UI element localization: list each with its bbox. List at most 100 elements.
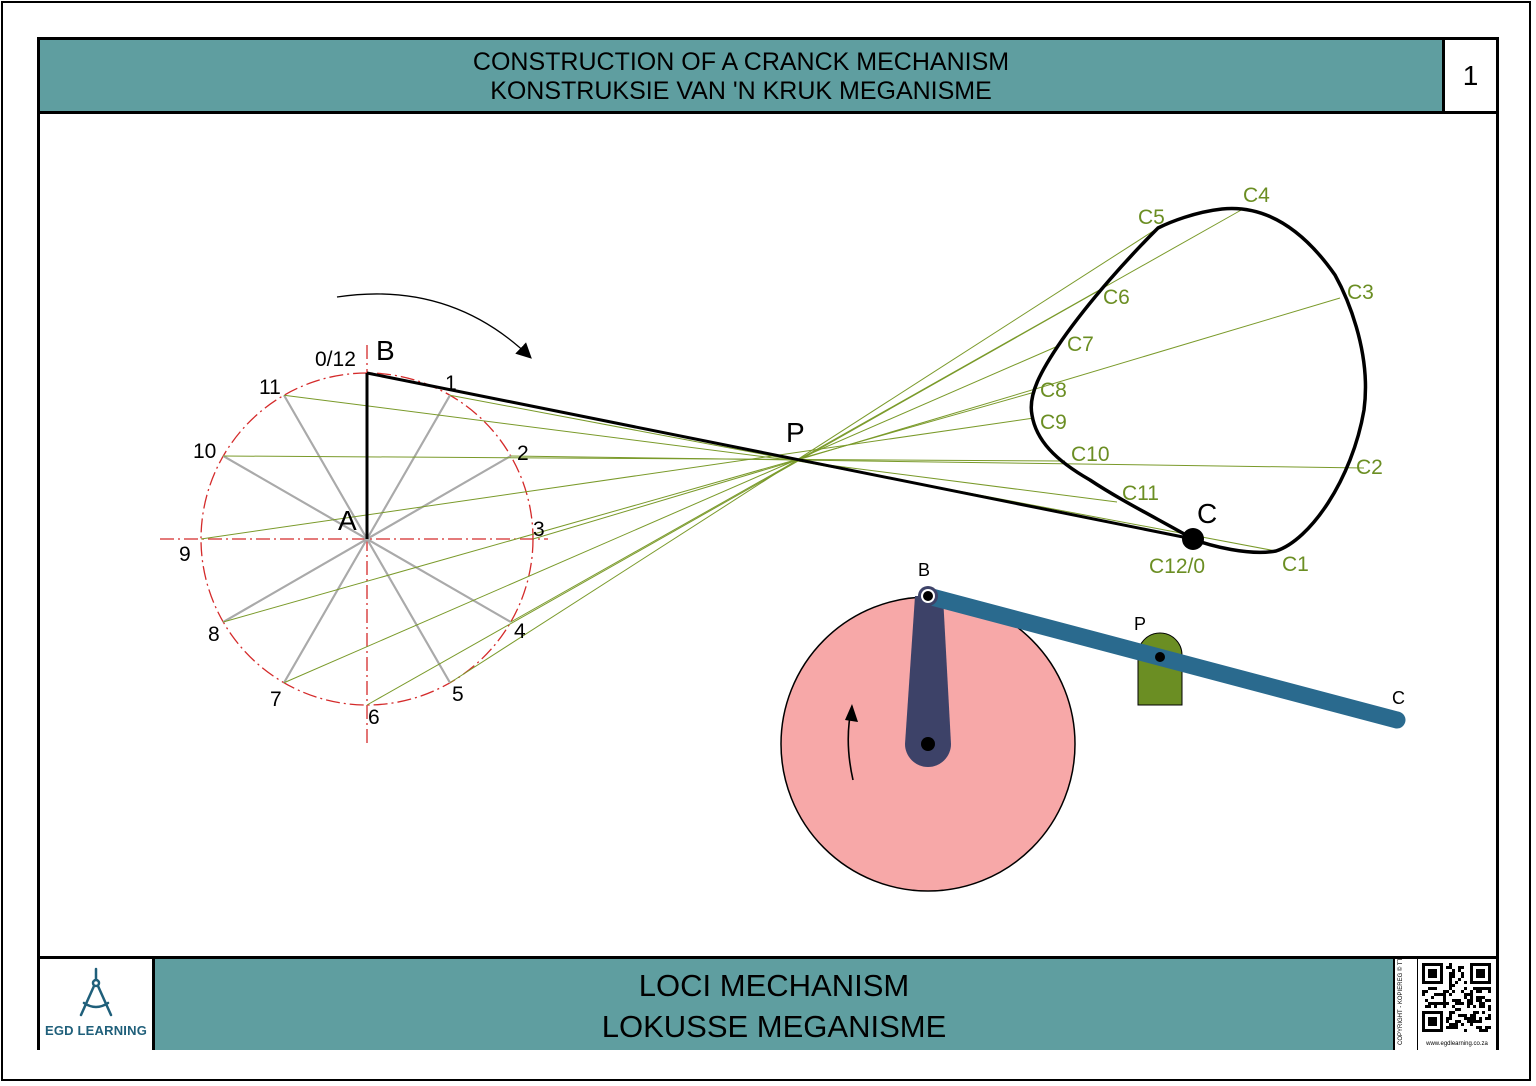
rotation-arrow-icon <box>336 293 532 359</box>
qr-module <box>1467 999 1470 1002</box>
label-P: P <box>786 417 805 448</box>
qr-finder <box>1428 1017 1437 1026</box>
division-label: 4 <box>514 620 526 643</box>
qr-module <box>1464 1029 1467 1032</box>
qr-module <box>1482 1005 1485 1008</box>
qr-module <box>1479 1026 1482 1029</box>
qr-module <box>1458 1020 1461 1023</box>
qr-module <box>1458 1002 1461 1005</box>
qr-module <box>1440 1002 1443 1005</box>
qr-module <box>1425 1005 1428 1008</box>
drawing-title: LOCI MECHANISM LOKUSSE MEGANISME <box>155 959 1395 1050</box>
qr-module <box>1470 1014 1473 1017</box>
qr-module <box>1425 999 1428 1002</box>
qr-module <box>1473 1005 1476 1008</box>
qr-module <box>1428 1005 1431 1008</box>
qr-module <box>1443 1005 1446 1008</box>
sheet-number: 1 <box>1445 40 1496 114</box>
division-label: 11 <box>259 376 281 399</box>
drawing-title-afrikaans: LOKUSSE MEGANISME <box>601 1009 947 1044</box>
qr-module <box>1434 987 1437 990</box>
centre-lines <box>160 345 548 745</box>
construction-line <box>532 297 1341 540</box>
drawing-title-english: LOCI MECHANISM <box>638 968 910 1003</box>
qr-module <box>1488 1017 1491 1020</box>
qr-module <box>1488 1014 1491 1017</box>
qr-module <box>1437 1002 1440 1005</box>
qr-module <box>1434 1005 1437 1008</box>
qr-module <box>1455 1002 1458 1005</box>
crank-arm <box>905 596 951 767</box>
qr-module <box>1479 1002 1482 1005</box>
qr-module <box>1473 1011 1476 1014</box>
qr-module <box>1488 990 1491 993</box>
qr-module <box>1434 993 1437 996</box>
locus-label: C2 <box>1356 456 1383 479</box>
qr-module <box>1479 1005 1482 1008</box>
qr-module <box>1455 1008 1458 1011</box>
qr-module <box>1452 972 1455 975</box>
qr-module <box>1449 1014 1452 1017</box>
copyright-strip: COPYRIGHT - KOPIEREG © TTS DML <box>1395 959 1418 1050</box>
qr-module <box>1488 1026 1491 1029</box>
title-afrikaans: KONSTRUKSIE VAN 'N KRUK MEGANISME <box>490 77 992 105</box>
qr-module <box>1446 1026 1449 1029</box>
connecting-rod-line <box>366 371 1194 541</box>
qr-module <box>1443 993 1446 996</box>
qr-module <box>1431 996 1434 999</box>
locus-label: C4 <box>1243 184 1270 207</box>
qr-module <box>1476 1020 1479 1023</box>
label-A: A <box>338 505 357 536</box>
brand-name: EGD LEARNING <box>44 1023 148 1038</box>
mechanism-illustration: B P C <box>780 560 1406 892</box>
qr-module <box>1449 978 1452 981</box>
division-label: 6 <box>368 706 380 729</box>
qr-module <box>1443 990 1446 993</box>
division-label: 10 <box>193 440 216 463</box>
qr-module <box>1452 984 1455 987</box>
locus-curve <box>1029 206 1368 555</box>
qr-module <box>1446 1017 1449 1020</box>
qr-module <box>1467 993 1470 996</box>
division-label: 9 <box>179 543 191 566</box>
qr-module <box>1458 969 1461 972</box>
division-label: 0/12 <box>315 348 356 371</box>
qr-module <box>1467 1017 1470 1020</box>
label-B: B <box>376 335 395 366</box>
qr-module <box>1449 1011 1452 1014</box>
logo: EGD LEARNING <box>40 959 155 1050</box>
qr-module <box>1449 963 1452 966</box>
construction-line <box>200 417 1035 540</box>
qr-module <box>1467 1005 1470 1008</box>
qr-module <box>1452 1026 1455 1029</box>
qr-module <box>1458 999 1461 1002</box>
qr-module <box>1464 987 1467 990</box>
pin-P <box>1155 652 1165 662</box>
qr-module <box>1488 987 1491 990</box>
qr-module <box>1452 990 1455 993</box>
construction-line <box>283 394 1118 503</box>
website-url: www.egdlearning.co.za <box>1426 1041 1488 1047</box>
title-bar: CONSTRUCTION OF A CRANCK MECHANISM KONST… <box>40 40 1445 114</box>
qr-module <box>1464 1017 1467 1020</box>
qr-module <box>1473 1017 1476 1020</box>
qr-module <box>1452 969 1455 972</box>
qr-module <box>1461 1002 1464 1005</box>
locus-label: C10 <box>1071 443 1110 466</box>
qr-module <box>1449 975 1452 978</box>
qr-module <box>1476 987 1479 990</box>
qr-module <box>1455 1020 1458 1023</box>
qr-module <box>1446 1020 1449 1023</box>
qr-module <box>1476 996 1479 999</box>
qr-module <box>1479 1017 1482 1020</box>
qr-module <box>1470 1020 1473 1023</box>
qr-module <box>1464 1014 1467 1017</box>
construction-line <box>366 289 1101 706</box>
qr-module <box>1431 987 1434 990</box>
qr-module <box>1485 1026 1488 1029</box>
qr-module <box>1473 987 1476 990</box>
qr-module <box>1479 996 1482 999</box>
qr-module <box>1446 990 1449 993</box>
